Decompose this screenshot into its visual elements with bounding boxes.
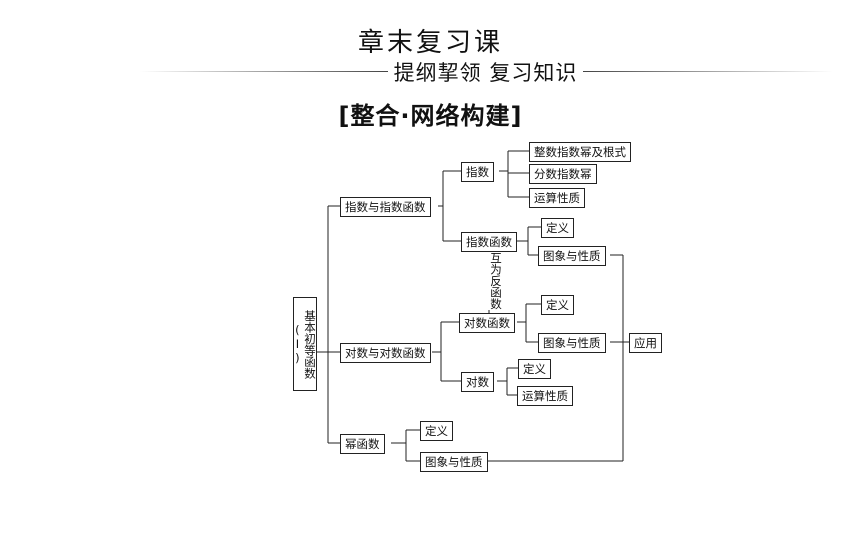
node-log-func: 对数函数: [459, 313, 515, 333]
node-power-graph: 图象与性质: [420, 452, 488, 472]
node-exp-func-graph: 图象与性质: [538, 246, 606, 266]
node-exp-integer-root: 整数指数幂及根式: [529, 142, 631, 162]
node-exp: 指数: [461, 162, 494, 182]
node-log-func-graph: 图象与性质: [538, 333, 606, 353]
node-exp-func-def: 定义: [541, 218, 574, 238]
node-log: 对数: [461, 372, 494, 392]
node-log-branch: 对数与对数函数: [340, 343, 431, 363]
node-root: 基本初等函数(Ⅰ): [290, 297, 317, 391]
node-application: 应用: [629, 333, 662, 353]
node-power-def: 定义: [420, 421, 453, 441]
node-exp-func: 指数函数: [461, 232, 517, 252]
divider-right: [583, 71, 833, 72]
node-log-ops: 运算性质: [517, 386, 573, 406]
node-exp-branch: 指数与指数函数: [340, 197, 431, 217]
inverse-function-label: 互为反函数: [488, 252, 503, 310]
node-power-branch: 幂函数: [340, 434, 385, 454]
node-log-def: 定义: [518, 359, 551, 379]
node-exp-ops: 运算性质: [529, 188, 585, 208]
page-title: 章末复习课: [357, 28, 503, 58]
subtitle-row: 提纲挈领 复习知识: [0, 57, 861, 85]
node-log-func-def: 定义: [541, 295, 574, 315]
divider-left: [140, 71, 388, 72]
node-exp-fraction: 分数指数幂: [529, 164, 597, 184]
section-heading: [整合·网络构建]: [338, 102, 523, 130]
page-subtitle: 提纲挈领 复习知识: [393, 61, 578, 85]
